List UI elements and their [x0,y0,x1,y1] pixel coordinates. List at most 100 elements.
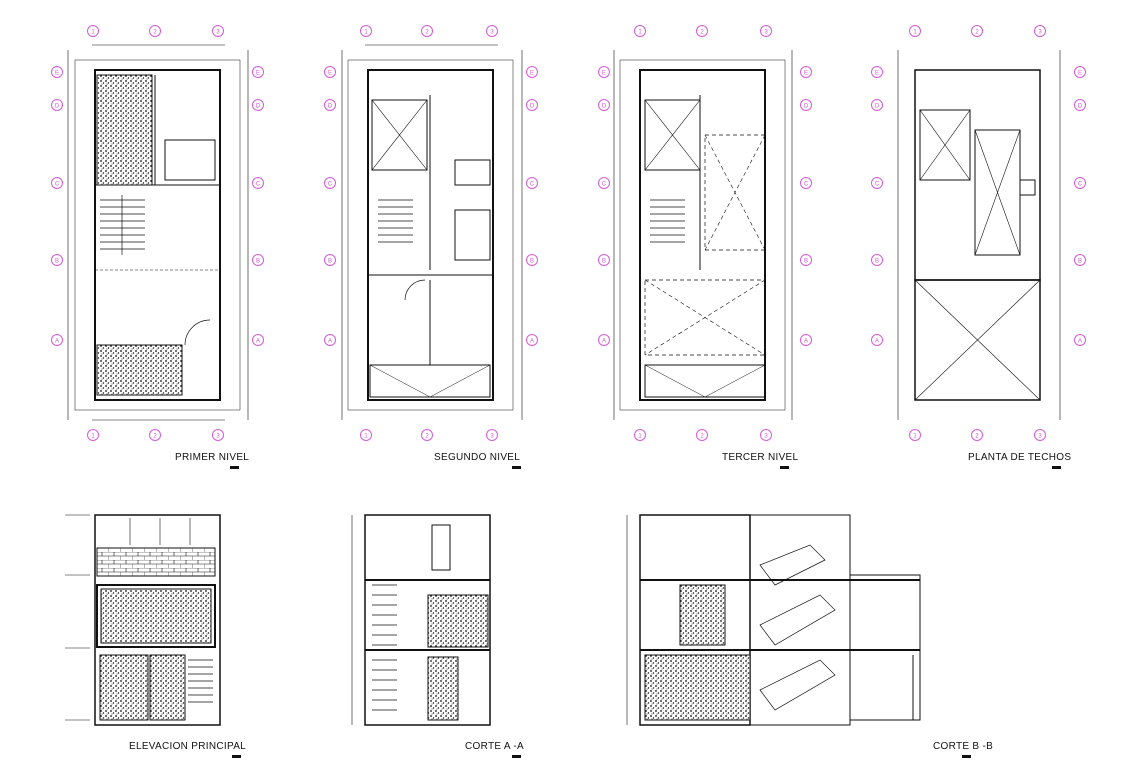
grid-bubble-row [51,99,63,111]
grid-bubble-row-label: E [55,71,59,77]
grid-bubble-row-label: A [55,339,59,345]
grid-bubble-col-label: 3 [216,434,220,440]
grid-bubble-col [909,25,921,37]
grid-bubble-row-label: D [256,104,261,110]
scale-bar [1052,466,1061,469]
grid-bubble-row-label: B [328,259,332,265]
grid-bubble-row-label: C [256,182,261,188]
grid-bubble-row [526,66,538,78]
grid-bubble-row-label: A [1078,339,1082,345]
grid-bubble-row-label: D [602,104,607,110]
grid-bubble-col-label: 3 [764,30,768,36]
grid-bubble-col [760,25,772,37]
label-corte-a: CORTE A -A [465,741,524,752]
section-corte-b [626,514,921,726]
grid-bubble-row-label: A [328,339,332,345]
grid-bubble-row [324,334,336,346]
grid-bubble-row-label: E [1078,71,1082,77]
grid-bubble-row [51,334,63,346]
grid-bubble-col [486,25,498,37]
grid-bubble-row-label: D [875,104,880,110]
grid-bubble-col-label: 3 [764,434,768,440]
grid-bubble-col-label: 1 [913,30,917,36]
grid-bubble-row-label: B [1078,259,1082,265]
grid-bubble-row-label: C [55,182,60,188]
scale-bar [962,755,971,758]
grid-bubble-row-label: B [602,259,606,265]
grid-bubble-row [252,66,264,78]
grid-bubble-row-label: E [804,71,808,77]
grid-bubble-row-label: B [530,259,534,265]
grid-bubble-row-label: C [530,182,535,188]
plan-segundo-nivel [341,44,523,420]
grid-bubble-row [1074,334,1086,346]
grid-bubble-col [971,429,983,441]
scale-bar [230,466,239,469]
grid-bubble-col-label: 2 [153,30,157,36]
grid-bubble-row [1074,254,1086,266]
grid-bubble-row-label: D [55,104,60,110]
grid-bubble-row-label: E [602,71,606,77]
grid-bubble-row [598,66,610,78]
grid-bubble-row-label: A [602,339,606,345]
grid-bubble-row-label: C [328,182,333,188]
grid-bubble-col [1034,429,1046,441]
elevation-principal [65,514,221,726]
grid-bubble-col-label: 2 [425,30,429,36]
grid-bubble-row-label: B [875,259,879,265]
grid-bubble-col-label: 3 [1038,30,1042,36]
grid-bubble-col-label: 2 [700,30,704,36]
grid-bubble-row-label: E [256,71,260,77]
grid-bubble-col-label: 1 [638,434,642,440]
grid-bubble-row [526,99,538,111]
grid-bubble-col [971,25,983,37]
grid-bubble-col-label: 1 [364,30,368,36]
grid-bubble-col [87,25,99,37]
grid-bubble-col-label: 2 [975,30,979,36]
grid-bubble-col [909,429,921,441]
grid-bubble-row [800,177,812,189]
grid-bubble-col [696,25,708,37]
label-planta-techos: PLANTA DE TECHOS [968,452,1072,463]
grid-bubble-row-label: C [804,182,809,188]
grid-bubble-row-label: C [602,182,607,188]
grid-bubble-col-label: 1 [913,434,917,440]
grid-bubble-col [87,429,99,441]
grid-bubble-col [421,25,433,37]
grid-bubble-row [800,99,812,111]
grid-bubble-row [526,254,538,266]
grid-bubble-row-label: C [875,182,880,188]
scale-bar [512,755,521,758]
grid-bubble-row [252,334,264,346]
grid-bubble-row-label: D [804,104,809,110]
grid-bubble-row-label: D [1078,104,1083,110]
grid-bubble-col [212,25,224,37]
label-segundo-nivel: SEGUNDO NIVEL [434,452,521,463]
grid-bubble-col [1034,25,1046,37]
grid-bubble-col [634,429,646,441]
grid-bubble-row-label: E [530,71,534,77]
grid-bubble-row [598,177,610,189]
grid-bubble-col [760,429,772,441]
grid-bubble-col-label: 2 [700,434,704,440]
grid-bubble-row [526,334,538,346]
grid-bubble-row-label: C [1078,182,1083,188]
label-corte-b: CORTE B -B [933,741,994,752]
grid-bubble-col [486,429,498,441]
grid-bubble-col-label: 3 [490,30,494,36]
scale-bar [512,466,521,469]
grid-bubble-row [51,66,63,78]
grid-bubble-col [149,429,161,441]
grid-bubble-row [252,177,264,189]
grid-bubble-row-label: D [328,104,333,110]
grid-bubble-row-label: A [875,339,879,345]
grid-bubble-col [149,25,161,37]
grid-bubble-row-label: A [530,339,534,345]
grid-bubble-col-label: 2 [425,434,429,440]
scale-bar [232,755,241,758]
grid-bubble-row [252,99,264,111]
grid-bubble-row [526,177,538,189]
label-elevacion-principal: ELEVACION PRINCIPAL [129,741,247,752]
